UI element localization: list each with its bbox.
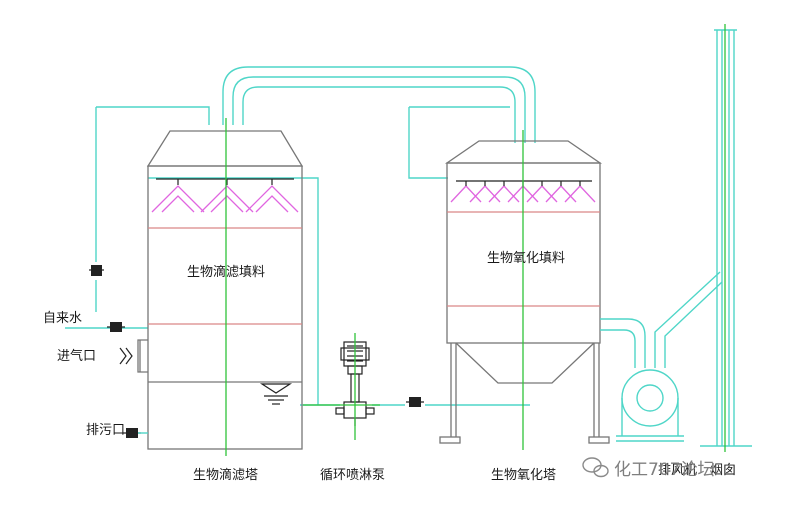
packing-left-label: 生物滴滤填料 xyxy=(187,264,265,280)
biooxidation-tower xyxy=(439,130,610,450)
air-inlet-arrow-icon xyxy=(119,347,133,365)
valve-icon xyxy=(89,265,104,276)
left-tower-label: 生物滴滤塔 xyxy=(193,467,258,483)
chimney-label: 烟囱 xyxy=(710,463,736,478)
right-tower-label: 生物氧化塔 xyxy=(491,468,556,483)
watermark: 化工707论坛 xyxy=(582,457,714,480)
chimney xyxy=(700,24,752,452)
packing-right-label: 生物氧化填料 xyxy=(487,251,565,266)
air-inlet-label: 进气口 xyxy=(57,348,96,364)
water-pipes xyxy=(65,106,530,406)
water-level-icon xyxy=(259,383,293,405)
tap-water-label: 自来水 xyxy=(43,311,82,326)
valve-icon xyxy=(107,322,125,332)
pump-label: 循环喷淋泵 xyxy=(320,468,385,483)
fan-label: 排风机 xyxy=(658,463,697,478)
watermark-text: 化工707论坛 xyxy=(614,460,714,480)
spray-nozzles-left xyxy=(151,179,299,213)
circulation-pump xyxy=(303,333,380,440)
connecting-duct xyxy=(222,66,536,143)
wechat-icon xyxy=(582,457,609,478)
biotrickling-tower xyxy=(137,118,304,456)
drain-label: 排污口 xyxy=(86,423,125,438)
valve-icon xyxy=(406,397,424,407)
exhaust-fan xyxy=(600,271,723,442)
